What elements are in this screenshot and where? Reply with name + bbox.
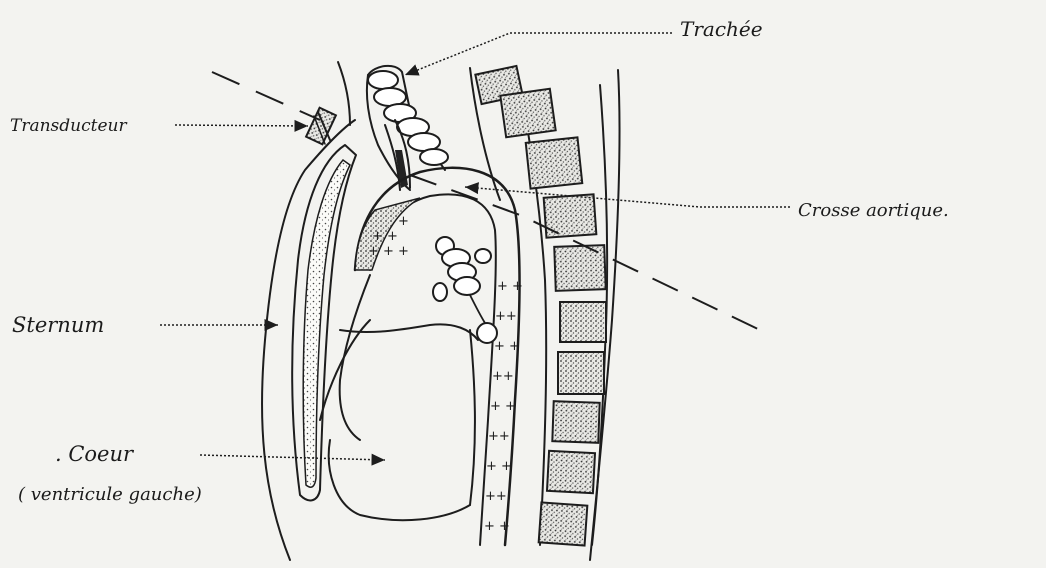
label-coeur: . Coeur bbox=[55, 442, 135, 466]
svg-text:+ +: + + bbox=[484, 519, 510, 534]
svg-text:+ +: + + bbox=[490, 399, 516, 414]
svg-text:+ +: + + bbox=[372, 229, 398, 244]
svg-text:+: + bbox=[398, 214, 409, 229]
svg-text:++: ++ bbox=[492, 369, 514, 384]
label-transducteur: Transducteur bbox=[10, 116, 127, 136]
label-ventricule-gauche: ( ventricule gauche) bbox=[18, 484, 202, 505]
svg-text:+ + +: + + + bbox=[368, 244, 409, 259]
label-crosse-aortique: Crosse aortique. bbox=[798, 200, 949, 221]
svg-text:++: ++ bbox=[488, 429, 510, 444]
aortic-arch: + + + + + + + + ++ + + ++ + + ++ + + ++ … bbox=[355, 168, 523, 545]
svg-text:+ +: + + bbox=[486, 459, 512, 474]
label-trachee: Trachée bbox=[680, 17, 763, 41]
svg-text:+ +: + + bbox=[494, 339, 520, 354]
svg-text:+ +: + + bbox=[497, 279, 523, 294]
svg-text:++: ++ bbox=[495, 309, 517, 324]
ultrasound-beam-line bbox=[212, 72, 760, 330]
sternum bbox=[292, 145, 356, 500]
svg-text:++: ++ bbox=[485, 489, 507, 504]
transducer-probe bbox=[306, 108, 336, 145]
heart bbox=[320, 237, 497, 520]
label-sternum: Sternum bbox=[12, 313, 104, 337]
trachea bbox=[367, 66, 448, 190]
